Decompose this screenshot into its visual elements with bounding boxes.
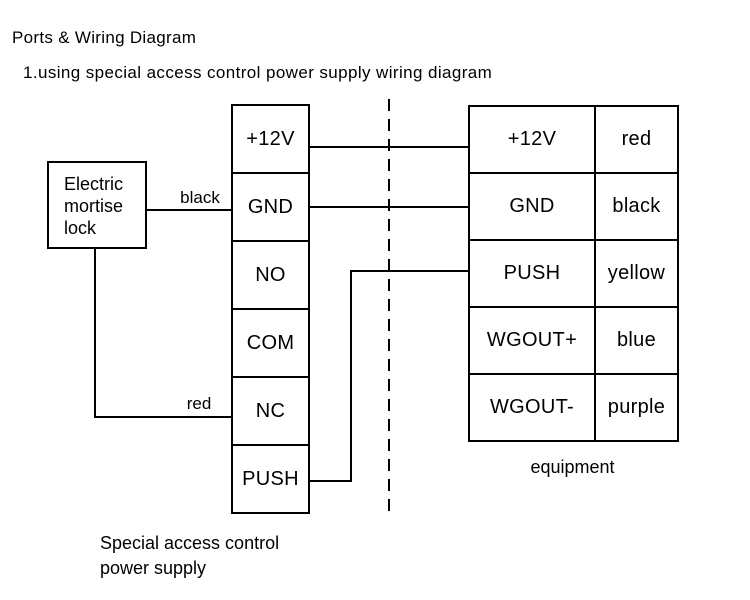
black-wire-label: black bbox=[180, 188, 220, 207]
equipment-row: GND black bbox=[468, 172, 679, 241]
equipment-wirecolor-black: black bbox=[594, 172, 679, 241]
psu-terminal-gnd: GND bbox=[231, 172, 310, 242]
wire-push-psu-side bbox=[309, 480, 352, 482]
power-supply-caption: Special access control power supply bbox=[100, 533, 280, 578]
equipment-row: WGOUT+ blue bbox=[468, 306, 679, 375]
equipment-wirecolor-red: red bbox=[594, 105, 679, 174]
equipment-port-push: PUSH bbox=[468, 239, 596, 308]
equipment-terminal-table: +12V red GND black PUSH yellow WGOUT+ bl… bbox=[468, 105, 679, 442]
equipment-port-gnd: GND bbox=[468, 172, 596, 241]
equipment-wirecolor-yellow: yellow bbox=[594, 239, 679, 308]
equipment-row: PUSH yellow bbox=[468, 239, 679, 308]
equipment-wirecolor-purple: purple bbox=[594, 373, 679, 442]
psu-terminal-com: COM bbox=[231, 308, 310, 378]
equipment-caption: equipment bbox=[530, 457, 615, 477]
red-wire-label: red bbox=[186, 394, 212, 413]
psu-terminal-push: PUSH bbox=[231, 444, 310, 514]
dashed-divider-line bbox=[388, 99, 390, 517]
electric-mortise-lock-label: Electric mortise lock bbox=[64, 174, 124, 238]
psu-terminal-nc: NC bbox=[231, 376, 310, 446]
equipment-port-12v: +12V bbox=[468, 105, 596, 174]
electric-mortise-lock-box: Electric mortise lock bbox=[47, 161, 147, 249]
section-heading: 1.using special access control power sup… bbox=[23, 63, 493, 82]
equipment-port-wgout-minus: WGOUT- bbox=[468, 373, 596, 442]
psu-terminal-no: NO bbox=[231, 240, 310, 310]
equipment-wirecolor-blue: blue bbox=[594, 306, 679, 375]
page-title: Ports & Wiring Diagram bbox=[12, 28, 197, 47]
equipment-port-wgout-plus: WGOUT+ bbox=[468, 306, 596, 375]
wire-red-vertical bbox=[94, 247, 96, 418]
equipment-row: +12V red bbox=[468, 105, 679, 174]
wire-push-vertical bbox=[350, 270, 352, 482]
wire-black-lock-to-gnd bbox=[146, 209, 232, 211]
wire-red-to-nc bbox=[94, 416, 233, 418]
equipment-row: WGOUT- purple bbox=[468, 373, 679, 442]
wire-push-equipment-side bbox=[350, 270, 468, 272]
psu-terminal-12v: +12V bbox=[231, 104, 310, 174]
power-supply-terminal-block: +12V GND NO COM NC PUSH bbox=[231, 104, 310, 514]
